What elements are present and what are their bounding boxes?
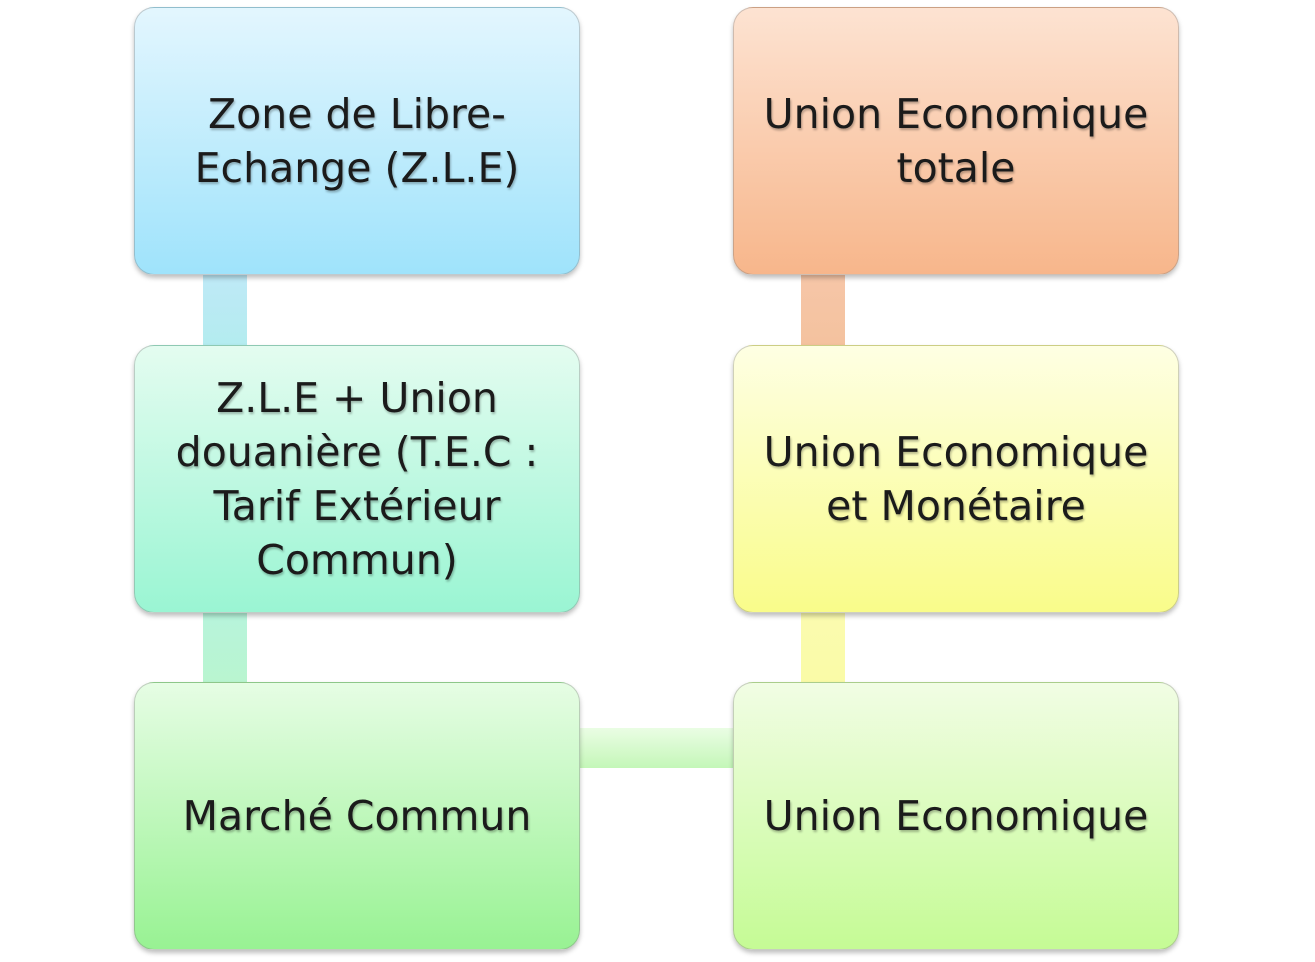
box-zone-libre-echange-label: Zone de Libre- Echange (Z.L.E) xyxy=(194,90,520,192)
box-zone-libre-echange: Zone de Libre- Echange (Z.L.E) xyxy=(134,7,580,275)
connector-monetaire-to-totale xyxy=(801,272,845,348)
connector-zle-to-union-douaniere xyxy=(203,272,247,348)
box-union-douaniere: Z.L.E + Union douanière (T.E.C : Tarif E… xyxy=(134,345,580,613)
box-union-economique-totale: Union Economique totale xyxy=(733,7,1179,275)
connector-union-douaniere-to-marche-commun xyxy=(203,610,247,686)
box-union-douaniere-label: Z.L.E + Union douanière (T.E.C : Tarif E… xyxy=(175,374,539,584)
box-union-economique: Union Economique xyxy=(733,682,1179,950)
box-marche-commun-label: Marché Commun xyxy=(182,792,532,840)
box-union-economique-monetaire-label: Union Economique et Monétaire xyxy=(763,428,1149,530)
connector-marche-commun-to-union-economique xyxy=(580,728,736,768)
box-union-economique-label: Union Economique xyxy=(763,792,1149,840)
connector-union-economique-to-monetaire xyxy=(801,610,845,686)
box-union-economique-totale-label: Union Economique totale xyxy=(763,90,1149,192)
box-union-economique-monetaire: Union Economique et Monétaire xyxy=(733,345,1179,613)
box-marche-commun: Marché Commun xyxy=(134,682,580,950)
